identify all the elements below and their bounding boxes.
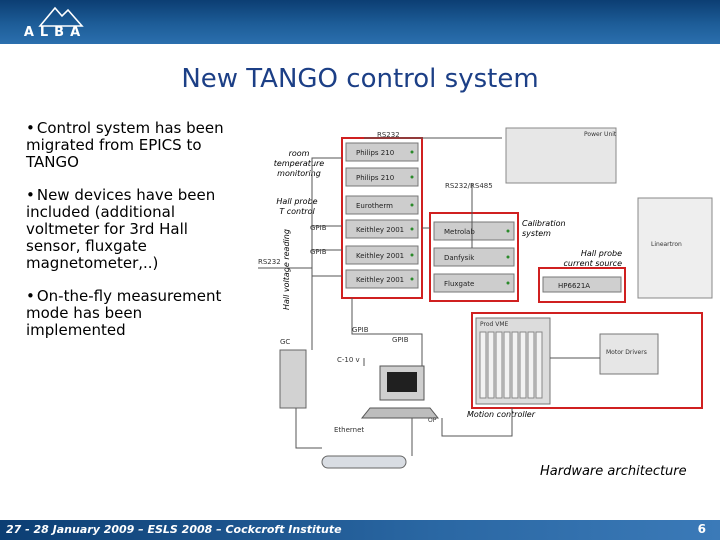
status-led-icon: [410, 253, 414, 257]
current-source-frame: [538, 267, 626, 303]
instrument-box: [345, 269, 419, 289]
status-led-icon: [410, 150, 414, 154]
footer-text: 27 - 28 January 2009 – ESLS 2008 – Cockc…: [6, 523, 342, 536]
vme-label: Prod VME: [480, 321, 509, 328]
page-number: 6: [697, 522, 706, 536]
motion-controller-frame: [471, 312, 703, 409]
current-source-label: HP6621A: [558, 282, 590, 290]
status-led-icon: [410, 203, 414, 207]
vme-slot: [503, 331, 511, 399]
instrument-label: Eurotherm: [356, 202, 393, 210]
footer-bar: 27 - 28 January 2009 – ESLS 2008 – Cockc…: [0, 520, 720, 540]
instrument-box: [345, 142, 419, 162]
calibration-label: system: [522, 229, 551, 238]
instrument-label: Keithley 2001: [356, 252, 404, 260]
bullet-text: On-the-fly measurement mode has been imp…: [26, 287, 222, 339]
instrument-box: [433, 273, 515, 293]
hall-probe-t-label: Hall probe: [276, 197, 317, 206]
lineartron-cabinet: [637, 197, 713, 299]
bus-label: RS232: [258, 258, 281, 266]
bus-label: GPIB: [392, 336, 409, 344]
instrument-box: [345, 219, 419, 239]
bus-label: C-10 v: [337, 356, 360, 364]
alba-logo-mark-icon: [38, 6, 84, 27]
right-device-group-frame: [429, 212, 519, 302]
instrument-box: [345, 167, 419, 187]
instrument-box: [345, 195, 419, 215]
vme-slot: [511, 331, 519, 399]
instrument-label: Danfysik: [444, 254, 475, 262]
room-temp-label: room: [289, 149, 310, 158]
instrument-box: [433, 221, 515, 241]
bullet-marker: •: [26, 186, 35, 204]
vme-slot: [527, 331, 535, 399]
instrument-box: [433, 247, 515, 267]
instrument-label: Keithley 2001: [356, 276, 404, 284]
status-led-icon: [506, 229, 510, 233]
vme-slot: [495, 331, 503, 399]
bullet-marker: •: [26, 287, 35, 305]
instrument-label: Fluxgate: [444, 280, 474, 288]
motor-drivers-box: [599, 333, 659, 375]
status-led-icon: [410, 277, 414, 281]
bullet-text: New devices have been included (addition…: [26, 186, 216, 272]
bus-label: RS232/RS485: [445, 182, 493, 190]
alba-logo: ALBA: [10, 6, 110, 40]
bus-label: Ethernet: [334, 426, 364, 434]
status-led-icon: [410, 227, 414, 231]
instrument-label: Philips 210: [356, 174, 394, 182]
keyboard: [360, 407, 440, 419]
header-bar: ALBA: [0, 0, 720, 44]
bus-label: GPIB: [310, 224, 327, 232]
calibration-label: Calibration: [522, 219, 566, 228]
hall-current-label: Hall probe: [581, 249, 622, 258]
bus-label: GPIB: [310, 248, 327, 256]
bus-label: GC: [280, 338, 290, 346]
vme-slot: [535, 331, 543, 399]
lineartron-label: Lineartron: [651, 241, 682, 248]
room-temp-label: temperature: [274, 159, 325, 168]
hall-probe-t-label: T control: [279, 207, 315, 216]
room-temp-label: monitoring: [277, 169, 321, 178]
bullet-item: •On-the-fly measurement mode has been im…: [26, 288, 246, 339]
ethernet-bus: [321, 455, 407, 469]
power-unit-label: Power Unit: [584, 131, 617, 138]
bullet-marker: •: [26, 119, 35, 137]
motion-controller-label: Motion controller: [467, 410, 536, 419]
vme-slot: [479, 331, 487, 399]
logo-text: ALBA: [23, 25, 87, 40]
hall-current-label: current source: [564, 259, 623, 268]
connection-lines: [258, 137, 600, 456]
bullet-item: •New devices have been included (additio…: [26, 187, 246, 272]
instrument-label: Metrolab: [444, 228, 475, 236]
slide-title: New TANGO control system: [181, 64, 539, 94]
bullet-text: Control system has been migrated from EP…: [26, 119, 224, 171]
monitor-screen: [387, 372, 417, 392]
bullet-item: •Control system has been migrated from E…: [26, 120, 246, 171]
instrument-label: Keithley 2001: [356, 226, 404, 234]
power-unit: [505, 127, 617, 184]
op-label: OP: [428, 417, 437, 424]
vme-slot: [519, 331, 527, 399]
hall-voltage-label: Hall voltage reading: [282, 229, 291, 310]
instrument-box: [345, 245, 419, 265]
vme-slot: [487, 331, 495, 399]
bus-label: GPIB: [352, 326, 369, 334]
motor-drivers-label: Motor Drivers: [606, 349, 647, 356]
status-led-icon: [506, 281, 510, 285]
instrument-label: Philips 210: [356, 149, 394, 157]
pc-tower: [279, 349, 307, 409]
bus-label: RS232: [377, 131, 400, 139]
bullet-list: •Control system has been migrated from E…: [26, 120, 246, 355]
current-source-box: [542, 276, 622, 293]
status-led-icon: [410, 175, 414, 179]
diagram-caption: Hardware architecture: [540, 464, 687, 479]
status-led-icon: [506, 255, 510, 259]
